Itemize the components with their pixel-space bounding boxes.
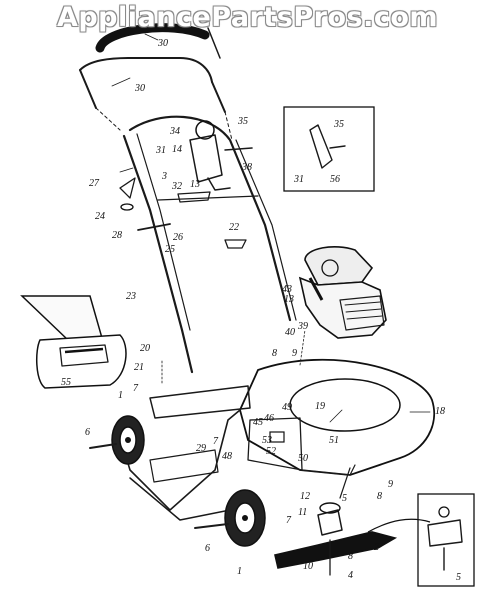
callout-wheel-front: 1 <box>237 566 242 577</box>
callout-nut-3: 3 <box>162 171 167 182</box>
callout-plate-50: 50 <box>298 453 308 464</box>
callout-bracket-8: 8 <box>272 348 277 359</box>
callout-nut-8-right: 8 <box>377 491 382 502</box>
callout-knob-27: 27 <box>89 178 99 189</box>
callout-bolt-4: 4 <box>348 570 353 581</box>
callout-spring-mid: 13 <box>190 179 200 190</box>
rear-wheel <box>89 415 145 465</box>
callout-inset-lever: 56 <box>330 174 340 185</box>
callout-nut-9: 9 <box>292 348 297 359</box>
callout-engine-40: 40 <box>285 327 295 338</box>
callout-deck-18: 18 <box>435 406 445 417</box>
watermark-text: AppliancePartsPros.com <box>56 2 439 33</box>
front-wheel <box>194 489 266 547</box>
callout-cable-bracket: 14 <box>172 144 182 155</box>
callout-screw-10: 10 <box>303 561 313 572</box>
callout-inset-bolt: 35 <box>334 119 344 130</box>
callout-bolt-7-upper: 7 <box>133 383 138 394</box>
upper-handle <box>79 23 233 141</box>
callout-deck-19: 19 <box>315 401 325 412</box>
callout-screw-left: 31 <box>156 145 166 156</box>
callout-blade-2: 2 <box>374 542 379 553</box>
callout-nut-9-right: 9 <box>388 479 393 490</box>
callout-plate-48: 48 <box>222 451 232 462</box>
callout-bolt-7-mid: 7 <box>213 436 218 447</box>
callout-bracket-38: 38 <box>242 162 252 173</box>
callout-plate-51: 51 <box>329 435 339 446</box>
callout-bag-55: 55 <box>61 377 71 388</box>
callout-pin-46: 46 <box>264 413 274 424</box>
callout-screw-26: 26 <box>173 232 183 243</box>
callout-rod-21: 21 <box>134 362 144 373</box>
callout-inset2-label: 5 <box>456 572 461 583</box>
callout-clip-22: 22 <box>229 222 239 233</box>
leader-lines <box>111 33 431 423</box>
callout-engine-43: 43 <box>282 284 292 295</box>
callout-bolt-6-rear: 6 <box>85 427 90 438</box>
control-bracket <box>119 120 253 249</box>
callout-inset-screw: 31 <box>294 174 304 185</box>
callout-bracket-20: 20 <box>140 343 150 354</box>
callout-wing-24: 24 <box>95 211 105 222</box>
callout-nut-11: 11 <box>298 507 308 518</box>
lower-handle <box>122 115 297 374</box>
callout-upper-handle: 30 <box>135 83 145 94</box>
callout-bolt-7-front: 7 <box>286 515 291 526</box>
callout-washer-12: 12 <box>300 491 310 502</box>
grass-bag <box>20 295 127 389</box>
callout-engine-13: 13 <box>284 294 294 305</box>
callout-bolt-top: 35 <box>238 116 248 127</box>
callout-washer-32: 32 <box>172 181 182 192</box>
callout-bolt-6-front: 6 <box>205 543 210 554</box>
callout-adapter-5: 5 <box>342 493 347 504</box>
callout-engine-39: 39 <box>298 321 308 332</box>
callout-plate-49: 49 <box>282 402 292 413</box>
engine <box>298 246 387 339</box>
inset-lever-detail <box>283 106 375 192</box>
callout-wheel-rear: 1 <box>118 390 123 401</box>
mower-deck <box>117 358 436 521</box>
callout-bolt-28: 28 <box>112 230 122 241</box>
callout-washer-25: 25 <box>165 244 175 255</box>
callout-handle-grip: 30 <box>158 38 168 49</box>
inset-adapter-detail <box>417 493 475 587</box>
callout-plate-52: 52 <box>266 446 276 457</box>
callout-pin-45: 45 <box>253 417 263 428</box>
callout-control-lever: 34 <box>170 126 180 137</box>
callout-plate-53: 53 <box>262 435 272 446</box>
blade-assembly <box>274 467 431 576</box>
callout-bolt-29: 29 <box>196 443 206 454</box>
callout-lower-handle: 23 <box>126 291 136 302</box>
callout-washer-8-bottom: 8 <box>348 551 353 562</box>
